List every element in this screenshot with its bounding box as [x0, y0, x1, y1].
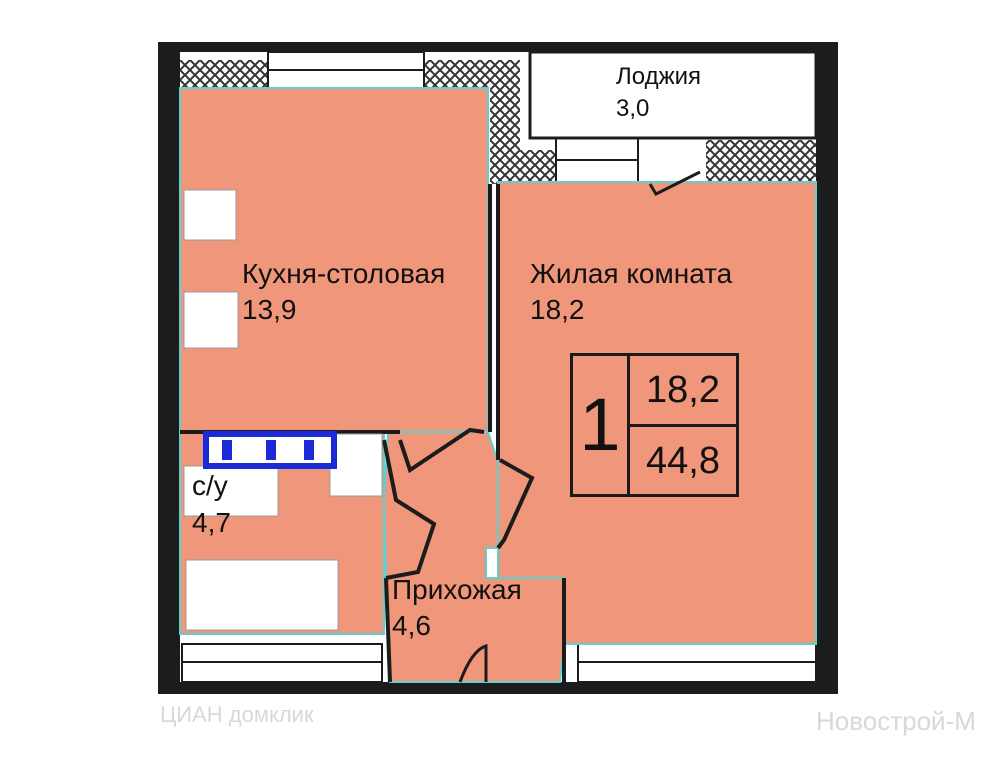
kitchen-name: Кухня-столовая [242, 258, 446, 289]
rooms [179, 87, 817, 683]
wall-hatching [180, 60, 816, 184]
living-room-area [497, 181, 817, 645]
kitchen-counter-1 [183, 189, 237, 241]
apartment-summary-badge: 1 18,2 44,8 [570, 353, 739, 497]
living-area-total: 18,2 [630, 356, 736, 427]
loggia-name: Лоджия [616, 63, 702, 90]
hallway-name: Прихожая [392, 574, 522, 605]
living-room-name: Жилая комната [530, 258, 733, 289]
total-area: 44,8 [646, 440, 720, 482]
bathroom-area-label: 4,7 [192, 507, 231, 538]
plumbing-shaft [203, 431, 337, 469]
kitchen-counter-2 [183, 291, 239, 349]
room-count: 1 [573, 356, 630, 494]
living-room-area-label: 18,2 [530, 294, 585, 325]
loggia-area: 3,0 [616, 95, 650, 122]
bathtub [185, 559, 339, 631]
kitchen-area-label: 13,9 [242, 294, 297, 325]
loggia [528, 50, 818, 140]
exterior-walls [158, 42, 838, 694]
watermark-right: Новострой-М [816, 706, 976, 736]
bathroom-name: с/у [192, 470, 228, 501]
windows [181, 51, 817, 683]
washbasin [183, 465, 279, 517]
toilet [329, 433, 383, 497]
hallway-area-label: 4,6 [392, 610, 431, 641]
watermark-left: ЦИАН домклик [160, 702, 314, 727]
fixtures [183, 189, 383, 631]
